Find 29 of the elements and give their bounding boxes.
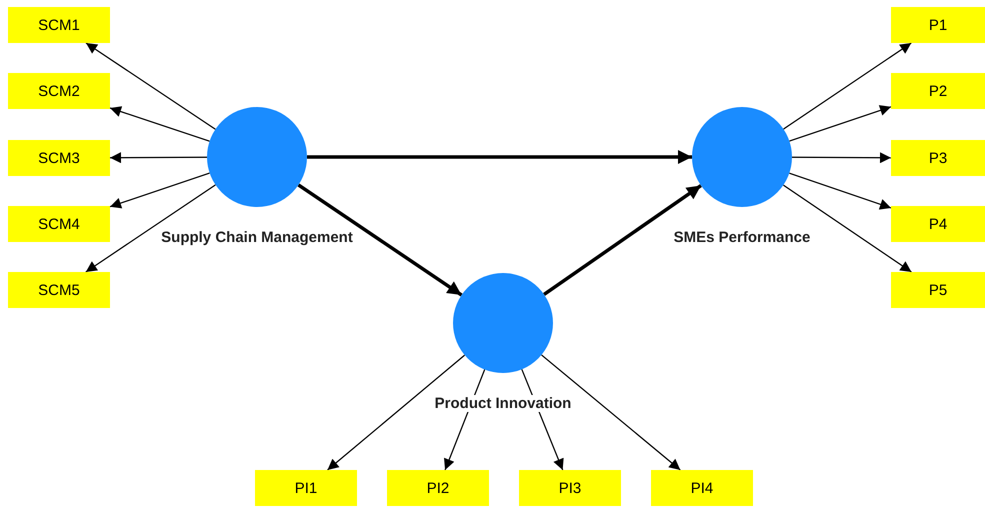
indicator-box: SCM4	[8, 206, 110, 242]
arrow	[85, 184, 216, 272]
indicator-box: P3	[891, 140, 985, 176]
arrow	[541, 354, 681, 470]
arrow	[307, 150, 692, 164]
arrow	[110, 172, 210, 208]
indicator-box: SCM3	[8, 140, 110, 176]
indicator-box: P1	[891, 7, 985, 43]
arrow	[783, 184, 912, 272]
arrow	[789, 172, 892, 210]
arrow	[297, 184, 463, 296]
indicator-box: SCM5	[8, 272, 110, 308]
arrow	[86, 42, 216, 130]
indicator-box: PI2	[387, 470, 489, 506]
arrow	[783, 42, 912, 130]
arrow	[789, 105, 892, 142]
arrow	[327, 354, 466, 470]
indicator-box: SCM1	[8, 7, 110, 43]
indicator-box: P5	[891, 272, 985, 308]
arrow	[110, 152, 207, 164]
arrow	[792, 152, 891, 164]
indicator-box: SCM2	[8, 73, 110, 109]
arrow	[110, 106, 210, 142]
indicator-box: PI4	[651, 470, 753, 506]
arrow	[543, 184, 702, 296]
indicator-box: P4	[891, 206, 985, 242]
indicator-box: PI1	[255, 470, 357, 506]
indicator-box: PI3	[519, 470, 621, 506]
indicator-box: P2	[891, 73, 985, 109]
